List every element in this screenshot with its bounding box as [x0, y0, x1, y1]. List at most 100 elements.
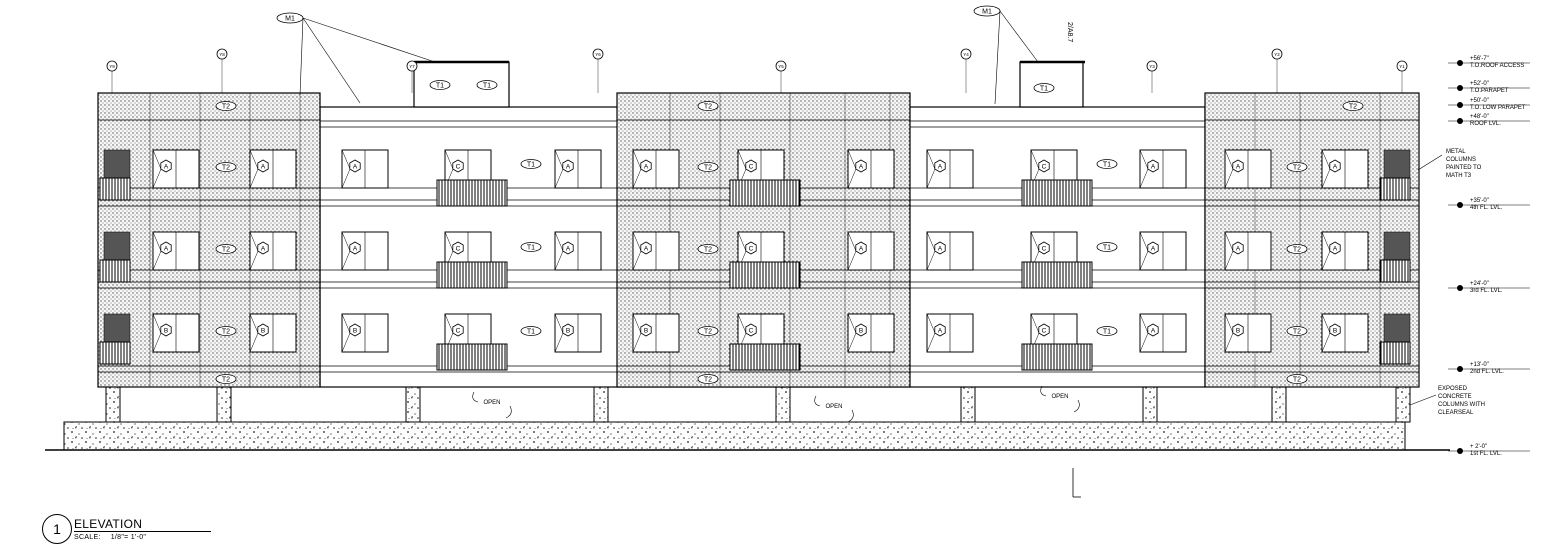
- window-type-tag: A: [566, 246, 571, 253]
- open-arrow: [814, 395, 821, 407]
- open-arrow: [472, 391, 479, 403]
- window-type-tag: A: [1333, 164, 1338, 171]
- window-type-tag-hex: [452, 323, 464, 337]
- window-swing: [554, 250, 564, 271]
- window-type-tag-hex: [855, 323, 867, 337]
- window-type-tag-hex: [1329, 159, 1341, 173]
- window-type-tag-hex: [934, 241, 946, 255]
- window-type-tag: A: [261, 164, 266, 171]
- grid-bubble: [106, 60, 118, 72]
- concrete-column: [960, 386, 976, 423]
- window-type-tag-hex: [745, 323, 757, 337]
- grid-bubble: [775, 60, 787, 72]
- grid-label: Y5: [778, 64, 784, 69]
- window-type-tag: C: [1042, 328, 1047, 335]
- metal-column-panel: [1383, 231, 1411, 261]
- window-type-tag: A: [859, 164, 864, 171]
- metal-column-panel: [103, 313, 131, 343]
- concrete-note: CONCRETE: [1438, 394, 1472, 400]
- metal-columns-note: COLUMNS: [1446, 157, 1476, 163]
- window-type-tag: A: [353, 164, 358, 171]
- window-swing: [1224, 149, 1234, 170]
- window-swing: [926, 250, 936, 271]
- m1-leader: [299, 17, 304, 96]
- window-swing: [847, 231, 857, 252]
- end-railing: [99, 177, 131, 201]
- window-type-tag-hex: [1232, 159, 1244, 173]
- t1-tag-oval: [1096, 159, 1118, 169]
- window-type-tag: A: [1151, 164, 1156, 171]
- t1-tag-oval: [429, 80, 451, 90]
- note-leader: [1409, 394, 1437, 406]
- t1-tag: T1: [1103, 329, 1111, 336]
- window-type-tag-hex: [257, 241, 269, 255]
- window-swing: [1030, 231, 1040, 252]
- window-swing: [341, 332, 351, 353]
- grid-bubble: [1271, 48, 1283, 60]
- concrete-column: [1395, 386, 1411, 423]
- end-railing: [1379, 259, 1411, 283]
- level-name: ROOF LVL.: [1470, 121, 1501, 127]
- window-type-tag: A: [1333, 246, 1338, 253]
- window-type-tag-hex: [562, 323, 574, 337]
- end-railing: [1379, 341, 1411, 365]
- t1-tag-oval: [476, 80, 498, 90]
- scale-label: SCALE:: [74, 534, 101, 541]
- t1-tag: T1: [483, 83, 491, 90]
- level-name: 3rd FL. LVL.: [1470, 288, 1503, 294]
- m1-leader: [302, 17, 361, 104]
- window-swing: [632, 313, 642, 334]
- balcony-railing: [436, 343, 508, 371]
- window-type-tag-hex: [640, 241, 652, 255]
- window-swing: [926, 168, 936, 189]
- level-marker: [1457, 118, 1463, 124]
- window-type-tag-hex: [1232, 241, 1244, 255]
- window-type-tag-hex: [640, 159, 652, 173]
- window-swing: [341, 168, 351, 189]
- end-railing: [1379, 177, 1411, 201]
- level-marker: [1457, 102, 1463, 108]
- title-block: 1 ELEVATION SCALE:1/8"= 1'-0": [42, 514, 242, 548]
- level-elevation: +56'-7": [1470, 56, 1489, 62]
- window-type-tag: C: [749, 246, 754, 253]
- t1-tag: T1: [527, 162, 535, 169]
- grid-label: Y7: [409, 64, 415, 69]
- window-swing: [1321, 313, 1331, 334]
- balcony-railing: [729, 261, 801, 289]
- window-type-tag-hex: [349, 323, 361, 337]
- window-type-tag: A: [1151, 328, 1156, 335]
- window-type-tag-hex: [745, 159, 757, 173]
- window-type-tag-hex: [452, 159, 464, 173]
- window-swing: [632, 149, 642, 170]
- window-type-tag: A: [164, 164, 169, 171]
- level-marker: [1457, 448, 1463, 454]
- balcony-railing: [1021, 179, 1093, 207]
- balcony-railing: [729, 179, 801, 207]
- window-type-tag: A: [938, 246, 943, 253]
- window-swing: [1224, 168, 1234, 189]
- t2-tag: T2: [704, 165, 712, 172]
- window-swing: [737, 149, 747, 170]
- window-swing: [1030, 149, 1040, 170]
- window-swing: [632, 231, 642, 252]
- concrete-note: EXPOSED: [1438, 386, 1468, 392]
- metal-columns-note: PAINTED TO: [1446, 165, 1482, 171]
- window-swing: [554, 149, 564, 170]
- window-type-tag-hex: [745, 241, 757, 255]
- t2-tag: T2: [704, 104, 712, 111]
- concrete-column: [216, 386, 232, 423]
- window-type-tag-hex: [1329, 323, 1341, 337]
- window-swing: [249, 313, 259, 334]
- window-swing: [737, 231, 747, 252]
- window-swing: [444, 149, 454, 170]
- window-type-tag-hex: [855, 159, 867, 173]
- window-type-tag-hex: [934, 159, 946, 173]
- window-type-tag: C: [1042, 164, 1047, 171]
- window-swing: [341, 149, 351, 170]
- window-swing: [249, 168, 259, 189]
- t2-tag: T2: [222, 247, 230, 254]
- t2-tag-oval: [697, 162, 719, 172]
- window-type-tag: A: [353, 246, 358, 253]
- window-type-tag-hex: [562, 241, 574, 255]
- roof-access-right: [1019, 61, 1084, 108]
